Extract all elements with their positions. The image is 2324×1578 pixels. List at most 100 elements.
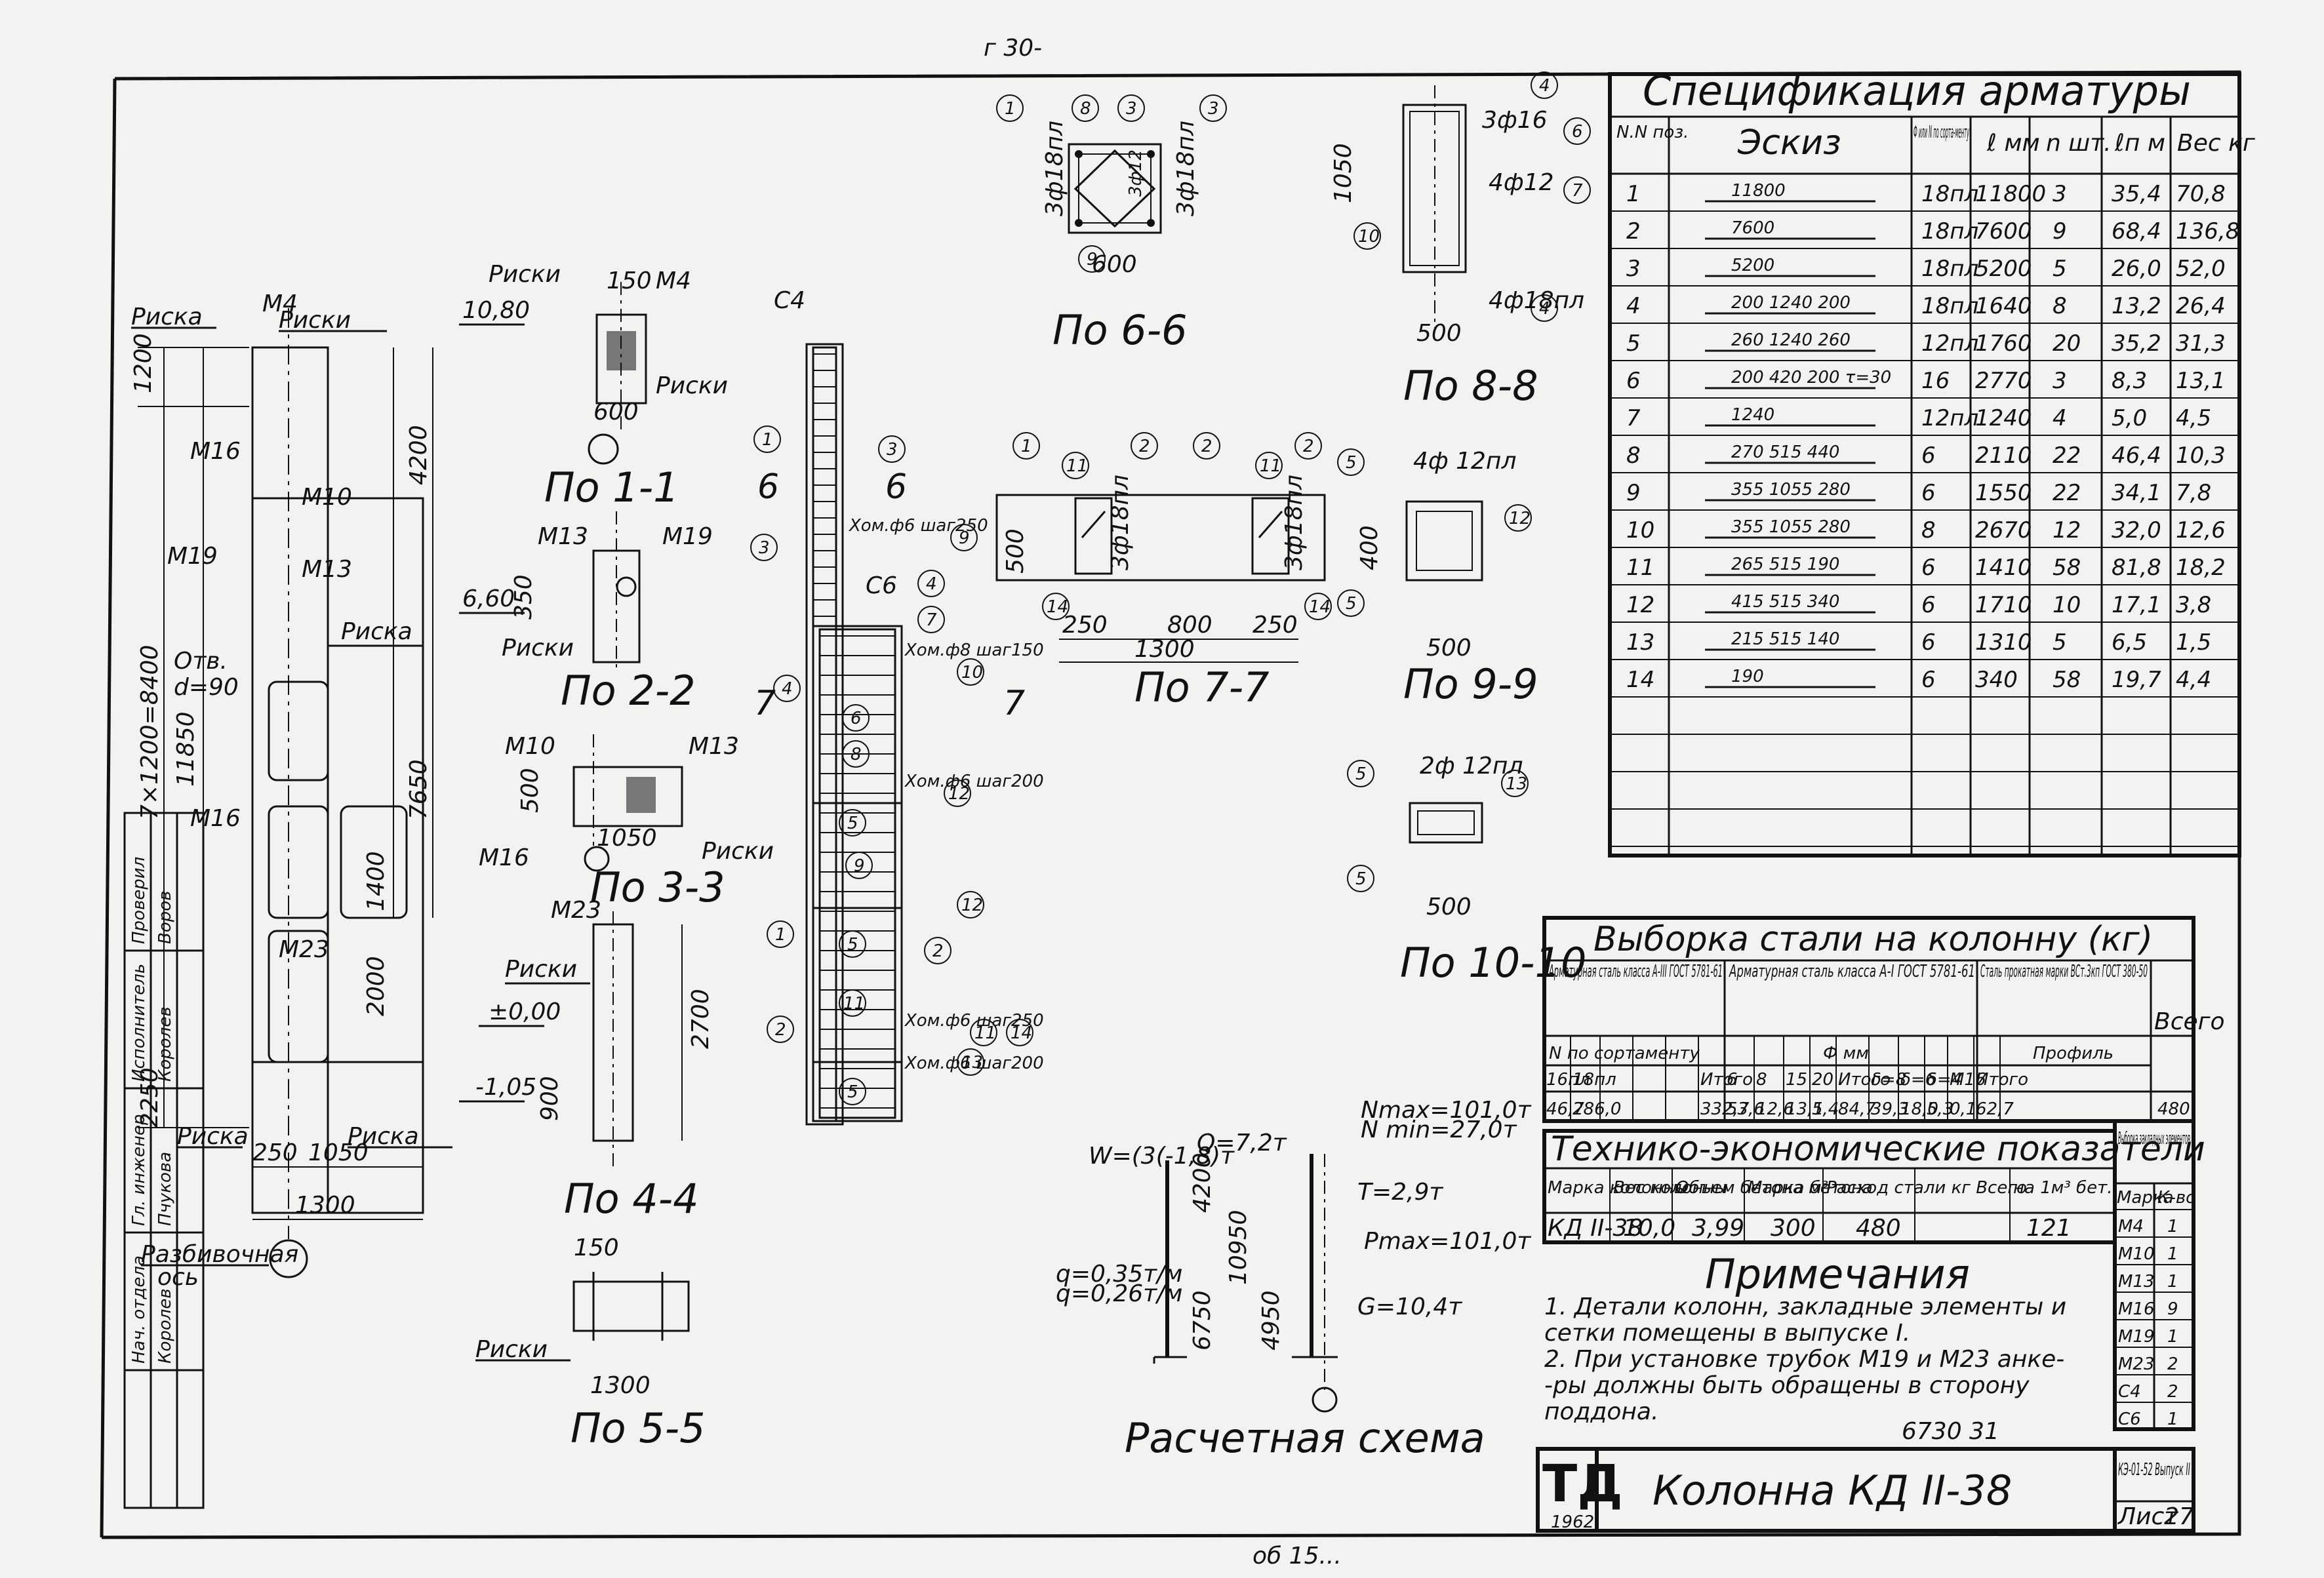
steel-col-head: 8 (1756, 1070, 1767, 1090)
page-marks: 6730 31 (1902, 1418, 1999, 1445)
cage-c4: С4 (774, 287, 805, 314)
stamp-name-4: Воров (155, 891, 175, 944)
spec-length: 1760 (1975, 330, 2032, 357)
spec-weight: 70,8 (2176, 181, 2226, 207)
s22-m13: М13 (538, 523, 588, 550)
note-line-4: -ры должны быть обращены в сторону (1544, 1372, 2030, 1399)
steel-value: 62,7 (1976, 1099, 2014, 1119)
s33-m10: М10 (505, 733, 555, 760)
s88-rebar-b: 4ф12 (1489, 169, 1554, 196)
steel-col-head: δ=8 (1871, 1070, 1906, 1090)
cage-callout-1-circle (753, 425, 781, 453)
spec-count: 3 (2053, 181, 2067, 207)
spec-total-length: 13,2 (2112, 293, 2161, 319)
cage-sec7-right: 7 (1003, 684, 1025, 723)
title-sheet-label: Лист (2117, 1503, 2178, 1530)
cage-callout-5: 5 (847, 1082, 858, 1102)
cage-callout-4: 4 (926, 574, 937, 594)
embedded-count: 2 (2167, 1382, 2178, 1402)
title-series: КЭ-01-52 Выпуск II (2118, 1460, 2190, 1480)
cage-callout-4-circle (773, 675, 801, 702)
calc-q2: q=0,26т/м (1056, 1280, 1182, 1307)
spec-weight: 10,3 (2176, 443, 2226, 469)
spec-weight: 13,1 (2176, 368, 2226, 394)
dim-2000: 2000 (363, 956, 390, 1016)
spec-sketch: 200 1240 200 (1731, 293, 1851, 313)
embedded-count: 2 (2167, 1354, 2178, 1374)
tech-value: 10,0 (1623, 1215, 1675, 1242)
spec-weight: 1,5 (2176, 629, 2211, 656)
s1010-500: 500 (1426, 894, 1472, 920)
s88-callout-7: 7 (1572, 181, 1583, 201)
spec-length: 1710 (1975, 592, 2032, 618)
calc-t: T=2,9т (1357, 1179, 1443, 1206)
s77-callout-14-circle (1304, 593, 1332, 620)
s1010-callout-5: 5 (1355, 764, 1367, 784)
spec-total-length: 35,2 (2112, 330, 2161, 357)
s88-1050: 1050 (1330, 143, 1357, 203)
spec-sketch: 5200 (1731, 256, 1774, 275)
cage-callout-2: 2 (775, 1020, 786, 1040)
reinforcement-cage: С4 С6 6 6 7 7 Хом.ф6 шаг250 Хом.ф8 шаг15… (750, 287, 1044, 1126)
riska-mid-label: Риска (341, 618, 412, 645)
note-line-2: сетки помещены в выпуске I. (1544, 1320, 1910, 1347)
s88-callout-4-circle (1531, 294, 1558, 322)
stamp-role-2: Гл. инженер (129, 1114, 149, 1226)
steel-col-head: 20 (1812, 1070, 1833, 1090)
cage-callout-14-circle (1006, 1019, 1033, 1046)
s55-riski: Риски (475, 1336, 548, 1363)
calc-6750: 6750 (1189, 1290, 1216, 1351)
spec-pos: 10 (1626, 517, 1654, 543)
embedded-count: 1 (2167, 1244, 2178, 1264)
spec-count: 9 (2053, 218, 2067, 245)
title-name: Колонна КД II-38 (1653, 1467, 2012, 1514)
section-7-7: 3ф18пл 3ф18пл 500 250 800 250 1300 По 7-… (995, 432, 1332, 711)
s88-rebar-a: 3ф16 (1482, 107, 1548, 134)
cage-callout-5: 5 (847, 814, 858, 833)
s77-callout-2-circle (1131, 432, 1158, 460)
spec-weight: 136,8 (2176, 218, 2239, 245)
s77-rebar-b: 3ф18пл (1281, 475, 1308, 570)
spec-total-length: 17,1 (2112, 592, 2161, 618)
tech-header: Расход стали кг Всего (1826, 1178, 2027, 1198)
s33-m13: М13 (689, 733, 739, 760)
s66-callout-9-circle (1078, 245, 1106, 273)
tech-value: 3,99 (1692, 1215, 1744, 1242)
calc-q: Q=7,2т (1197, 1130, 1287, 1156)
tech-header: на 1м³ бет. (2013, 1178, 2112, 1198)
spec-length: 1310 (1975, 629, 2032, 656)
s22-m19: М19 (662, 523, 713, 550)
spec-diameter: 18пл (1921, 181, 1978, 207)
spec-length: 1640 (1975, 293, 2032, 319)
s77-callout-11: 11 (1066, 456, 1088, 476)
section-3-3-title: По 3-3 (590, 863, 725, 911)
section-2-2: М13 М19 Риски 350 По 2-2 (502, 511, 713, 715)
spec-length: 1410 (1975, 555, 2032, 581)
spec-sketch: 265 515 190 (1731, 555, 1839, 574)
cage-hoop-e: Хом.ф6 шаг200 (904, 1054, 1044, 1073)
s66-callout-8: 8 (1080, 99, 1091, 119)
riska-bottom-right: Риска (348, 1123, 419, 1150)
cage-sec6-left: 6 (757, 467, 779, 507)
embedded-head-mark: Марка (2117, 1188, 2174, 1208)
dim-1300: 1300 (295, 1192, 355, 1219)
spec-length: 2110 (1975, 443, 2032, 469)
cage-callout-9-circle (950, 524, 978, 551)
s77-callout-2: 2 (1139, 437, 1150, 456)
spec-length: 1550 (1975, 480, 2032, 506)
s77-250b: 250 (1252, 612, 1298, 639)
steel-col-head: 6 (1727, 1070, 1738, 1090)
s33-500: 500 (517, 768, 544, 813)
otv-label: Отв. (174, 648, 228, 675)
spec-length: 5200 (1975, 256, 2032, 282)
cage-hoop-d: Хом.ф6 шаг250 (904, 1011, 1044, 1031)
steel-g1: Арматурная сталь класса А-III ГОСТ 5781-… (1548, 962, 1723, 981)
cage-callout-6: 6 (851, 709, 862, 728)
spec-count: 5 (2053, 256, 2067, 282)
s99-callout-5-circle (1337, 448, 1365, 476)
stamp-role-1: Нач. отдела (129, 1255, 149, 1364)
